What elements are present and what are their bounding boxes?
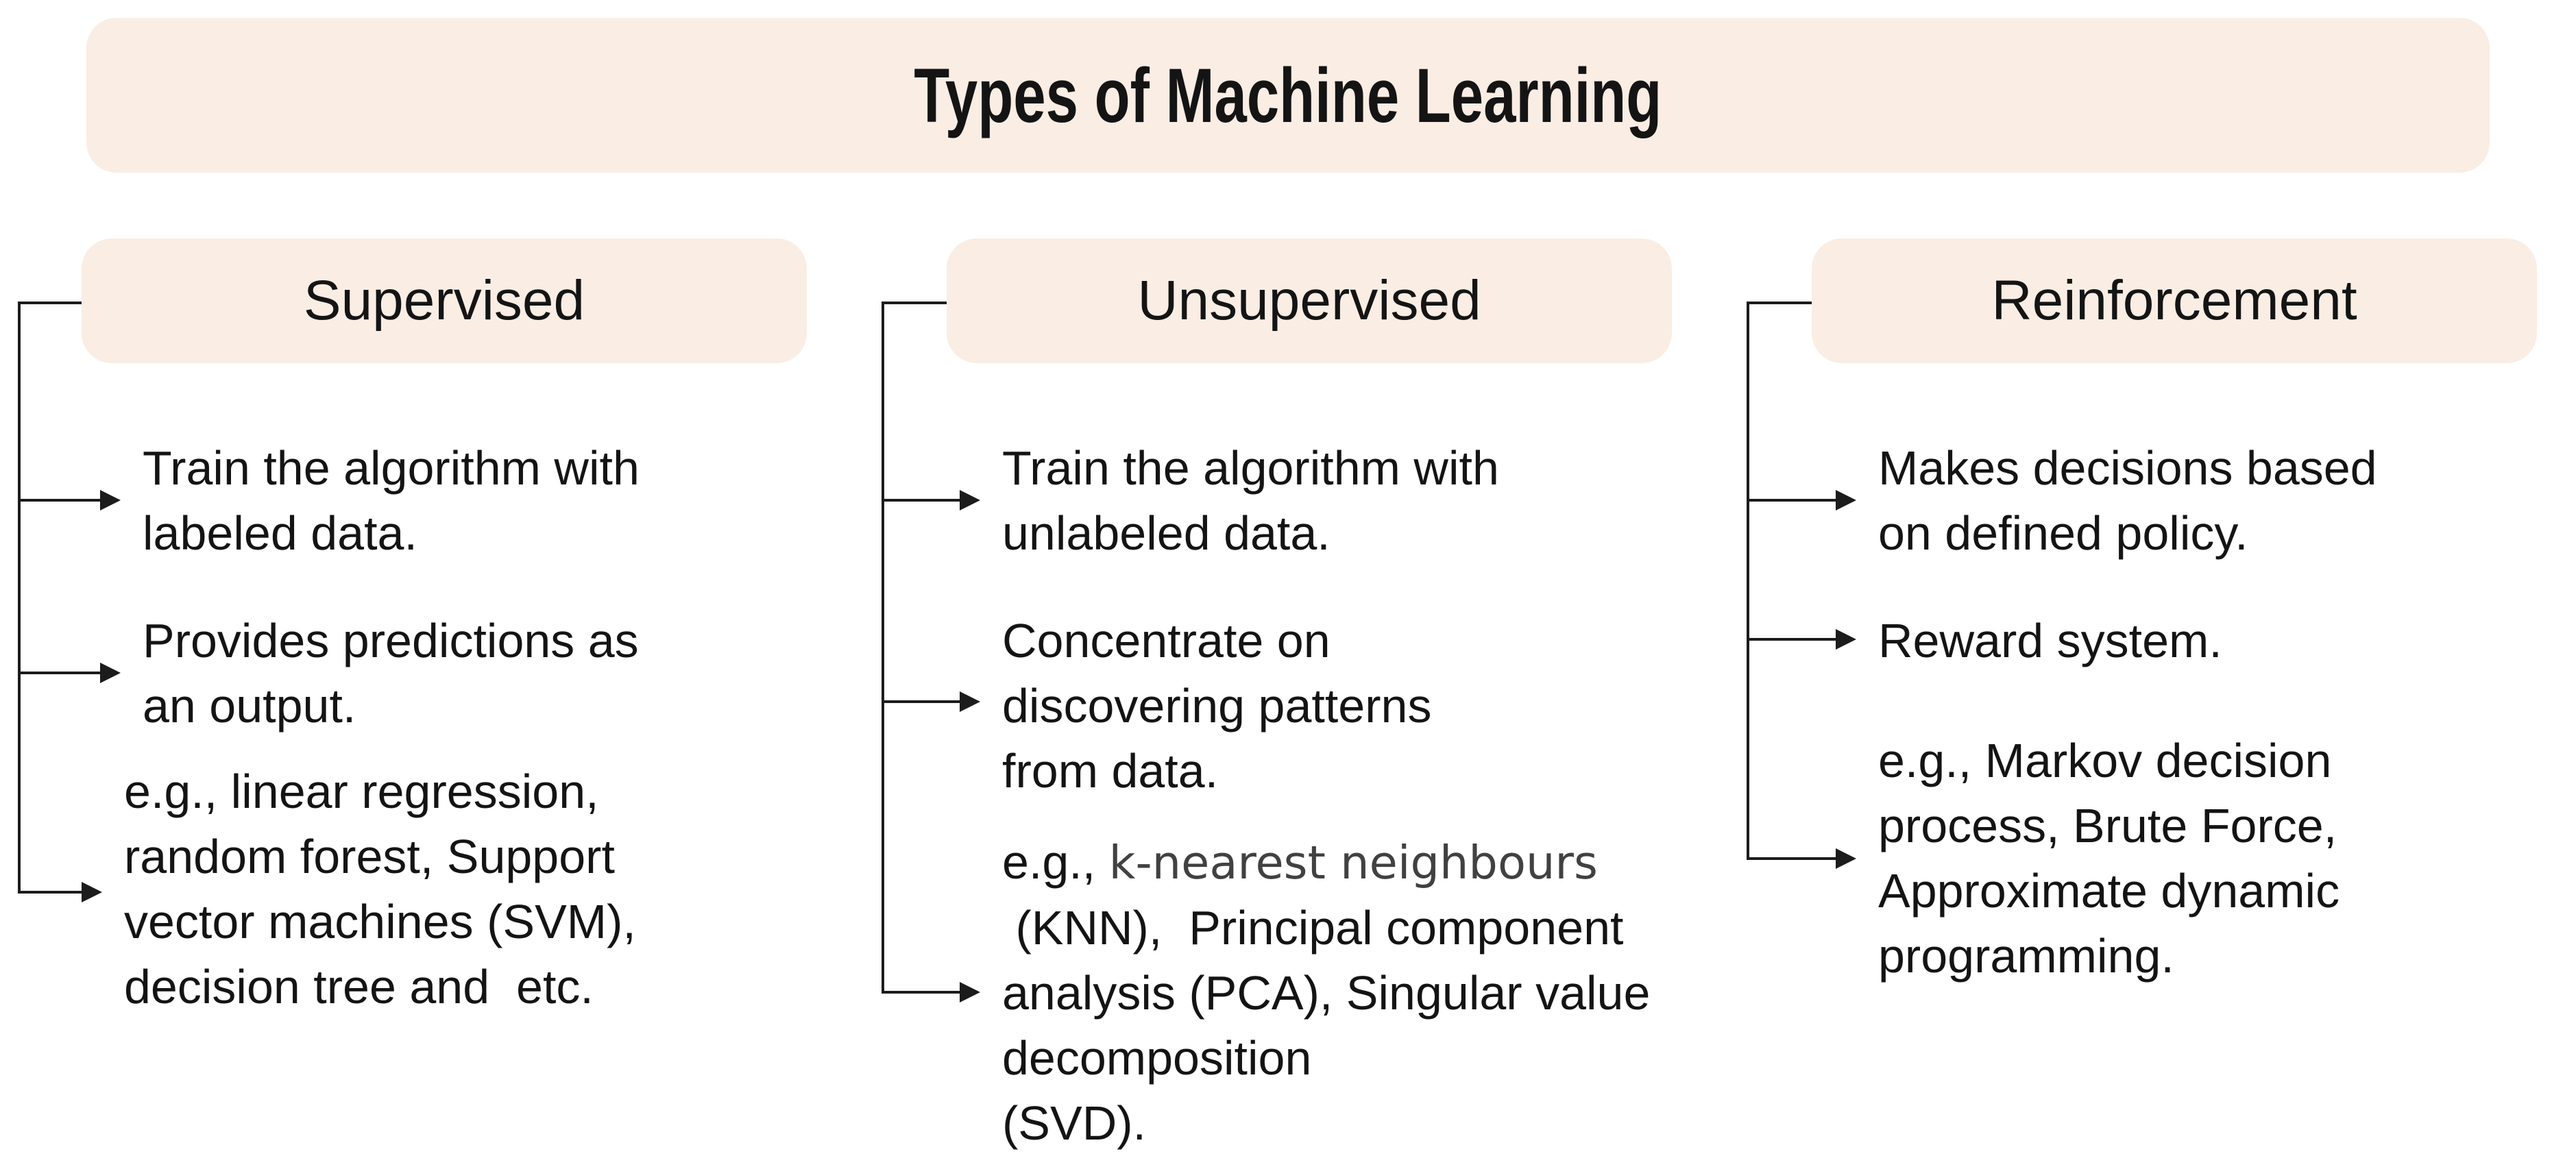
bracket-rail (882, 302, 884, 994)
arrow-shaft (1748, 857, 1837, 860)
text-line: e.g., k-nearest neighbours (1002, 830, 1650, 896)
arrow-right-icon (960, 982, 980, 1002)
text-line: (KNN), Principal component (1002, 901, 1624, 955)
text-line: Train the algorithm with (1002, 441, 1499, 495)
text-line: from data. (1002, 744, 1219, 798)
alt-font-segment: k-nearest neighbours (1108, 836, 1598, 889)
header-box-unsupervised: Unsupervised (947, 238, 1672, 363)
arrow-right-icon (1836, 848, 1856, 869)
item-reinforcement-0: Makes decisions based on defined policy. (1878, 436, 2377, 566)
item-supervised-1: Provides predictions as an output. (143, 608, 639, 739)
text-line: e.g., Markov decision (1878, 734, 2332, 787)
bracket-connector (883, 302, 947, 304)
text-line: Provides predictions as (143, 614, 639, 667)
text-line: process, Brute Force, (1878, 799, 2337, 852)
arrow-shaft (883, 991, 961, 994)
text-line: decision tree and etc. (124, 960, 594, 1013)
header-label-unsupervised: Unsupervised (1137, 269, 1481, 332)
item-reinforcement-2: e.g., Markov decision process, Brute Forc… (1878, 728, 2340, 989)
arrow-right-icon (1836, 629, 1856, 650)
header-label-supervised: Supervised (303, 269, 585, 332)
text-line: Reward system. (1878, 614, 2222, 667)
text-line: programming. (1878, 929, 2174, 983)
arrow-right-icon (960, 691, 980, 712)
header-box-reinforcement: Reinforcement (1812, 238, 2537, 363)
title-box: Types of Machine Learning (86, 18, 2490, 173)
item-reinforcement-1: Reward system. (1878, 608, 2222, 674)
arrow-shaft (19, 672, 101, 674)
arrow-shaft (1748, 499, 1837, 502)
text-line: random forest, Support (124, 830, 615, 883)
arrow-shaft (19, 499, 101, 502)
text-line: (SVD). (1002, 1096, 1146, 1150)
item-supervised-0: Train the algorithm with labeled data. (143, 436, 640, 566)
bracket-rail (18, 302, 21, 894)
text-segment: e.g., (1002, 835, 1109, 889)
page-title: Types of Machine Learning (914, 52, 1662, 138)
text-line: vector machines (SVM), (124, 895, 636, 948)
arrow-right-icon (1836, 490, 1856, 510)
text-line: analysis (PCA), Singular value (1002, 966, 1651, 1020)
text-line: labeled data. (143, 506, 417, 560)
bracket-connector (19, 302, 82, 304)
text-line: e.g., linear regression, (124, 765, 599, 818)
arrow-shaft (883, 499, 961, 502)
bracket-rail (1747, 302, 1749, 860)
arrow-shaft (19, 891, 83, 894)
text-line: Approximate dynamic (1878, 864, 2340, 918)
header-box-supervised: Supervised (82, 238, 807, 363)
text-line: discovering patterns (1002, 679, 1432, 733)
text-line: Concentrate on (1002, 614, 1330, 667)
item-supervised-2: e.g., linear regression, random forest, S… (124, 759, 636, 1020)
arrow-right-icon (100, 490, 121, 510)
arrow-shaft (1748, 638, 1837, 641)
text-line: Makes decisions based (1878, 441, 2377, 495)
item-unsupervised-1: Concentrate on discovering patterns from d… (1002, 608, 1431, 804)
arrow-shaft (883, 700, 961, 703)
arrow-right-icon (82, 882, 102, 902)
text-line: unlabeled data. (1002, 506, 1330, 560)
bracket-connector (1748, 302, 1812, 304)
item-unsupervised-0: Train the algorithm with unlabeled data. (1002, 436, 1499, 566)
text-line: decomposition (1002, 1031, 1312, 1085)
header-label-reinforcement: Reinforcement (1991, 269, 2357, 332)
arrow-right-icon (960, 490, 980, 510)
item-unsupervised-2: e.g., k-nearest neighbours (KNN), Princi… (1002, 830, 1650, 1156)
text-line: an output. (143, 679, 356, 733)
text-line: Train the algorithm with (143, 441, 640, 495)
arrow-right-icon (100, 663, 121, 683)
text-line: on defined policy. (1878, 506, 2248, 560)
